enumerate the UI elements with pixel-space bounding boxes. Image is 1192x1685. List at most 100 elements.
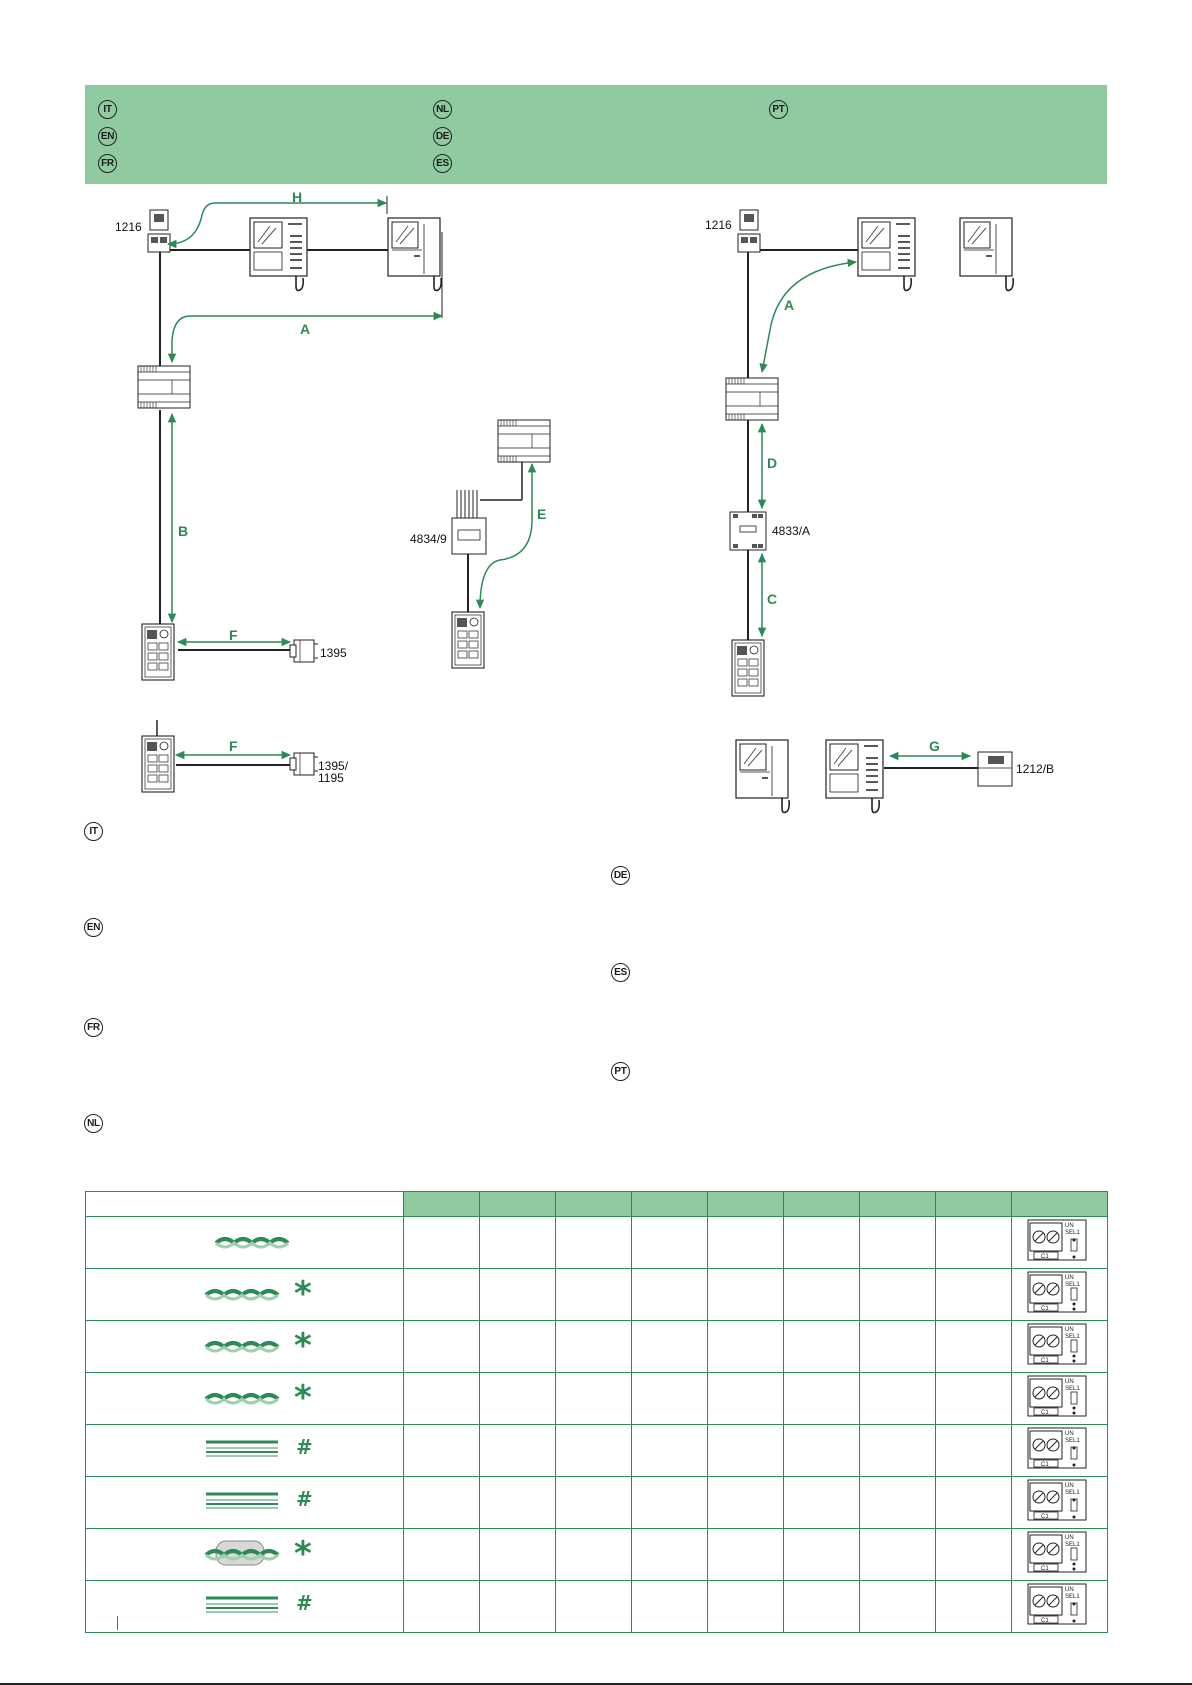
table-cell [479, 1580, 556, 1633]
table-cell [403, 1476, 480, 1529]
table-cell [403, 1372, 480, 1425]
module-4833-a [729, 511, 767, 551]
table-cell [707, 1372, 784, 1425]
twisted-cable-icon [204, 1393, 280, 1405]
right-system-diagram [725, 209, 1015, 814]
table-cell [859, 1528, 936, 1581]
middle-system-diagram [451, 419, 551, 669]
switch-label-un: UN [1065, 1483, 1074, 1489]
cable-type-cell: # [85, 1424, 404, 1477]
table-cell [631, 1476, 708, 1529]
cable-type-cell: # [85, 1476, 404, 1529]
cable-type-cell [85, 1216, 404, 1269]
table-cell [403, 1216, 480, 1269]
connector-1395 [289, 639, 319, 663]
twisted-cable-icon [214, 1237, 290, 1249]
label-1395-1195-line1: 1395/ [318, 759, 349, 773]
table-cell [479, 1216, 556, 1269]
label-1395: 1395 [320, 646, 347, 660]
page-marker [117, 1616, 118, 1630]
switch-label-sel: SEL1 [1065, 1594, 1080, 1600]
wiring-diagram [137, 196, 1015, 814]
cable-type-cell: * [85, 1320, 404, 1373]
lang-badge-en: EN [98, 127, 117, 146]
header-cell [555, 1191, 632, 1217]
table-cell [631, 1580, 708, 1633]
bottom-rule [0, 1683, 1192, 1685]
table-cell [555, 1424, 632, 1477]
table-cell [935, 1216, 1012, 1269]
asterisk-mark: * [294, 1534, 312, 1574]
lang-badge-de: DE [433, 127, 452, 146]
connector-1395-1195 [289, 752, 319, 776]
table-cell [783, 1528, 860, 1581]
switch-label-c1: C1 [1041, 1358, 1049, 1364]
table-cell [707, 1424, 784, 1477]
table-cell [935, 1580, 1012, 1633]
hash-mark: # [296, 1591, 313, 1615]
side-lang-en: EN [84, 918, 103, 937]
segment-letter-e: E [537, 506, 547, 522]
table-cell [555, 1216, 632, 1269]
hash-mark: # [296, 1435, 313, 1459]
twisted-cable-icon [204, 1341, 280, 1353]
table-cell [631, 1320, 708, 1373]
table-cell [783, 1320, 860, 1373]
parallel-cable-icon [206, 1440, 278, 1457]
table-cell [935, 1424, 1012, 1477]
side-lang-fr: FR [84, 1018, 103, 1037]
header-cell [479, 1191, 556, 1217]
side-lang-es: ES [611, 963, 630, 982]
switch-label-un: UN [1065, 1535, 1074, 1541]
side-lang-de: DE [611, 866, 630, 885]
table-cell [479, 1372, 556, 1425]
lang-badge-es: ES [433, 154, 452, 173]
switch-label-c1: C1 [1041, 1514, 1049, 1520]
switch-label-c1: C1 [1041, 1254, 1049, 1260]
switch-label-c1: C1 [1041, 1410, 1049, 1416]
table-cell [479, 1476, 556, 1529]
label-1395-1195-line2: 1195 [318, 771, 344, 785]
table-cell [631, 1528, 708, 1581]
table-cell [783, 1372, 860, 1425]
switch-label-sel: SEL1 [1065, 1386, 1080, 1392]
label-1216-right: 1216 [705, 218, 732, 232]
cable-type-cell: * [85, 1268, 404, 1321]
segment-letter-c: C [767, 591, 778, 607]
label-4834-9: 4834/9 [410, 532, 447, 546]
switch-label-un: UN [1065, 1431, 1074, 1437]
table-cell [707, 1216, 784, 1269]
table-cell [859, 1320, 936, 1373]
table-cell [403, 1580, 480, 1633]
power-supply-left [137, 365, 191, 409]
entrance-panel-right [731, 639, 765, 697]
segment-letter-h: H [292, 189, 303, 205]
table-cell [859, 1580, 936, 1633]
switch-label-un: UN [1065, 1275, 1074, 1281]
segment-letter-a-left: A [300, 321, 311, 337]
segment-letter-d: D [767, 455, 778, 471]
switch-label-un: UN [1065, 1379, 1074, 1385]
table-cell [859, 1476, 936, 1529]
video-monitor-right-4 [825, 739, 884, 814]
switch-label-sel: SEL1 [1065, 1230, 1080, 1236]
switch-label-sel: SEL1 [1065, 1542, 1080, 1548]
module-1216-right [737, 209, 761, 253]
entrance-panel-left-2 [141, 735, 175, 793]
table-cell [403, 1268, 480, 1321]
switch-label-c1: C1 [1041, 1306, 1049, 1312]
header-cell [1011, 1191, 1108, 1217]
lang-badge-nl: NL [433, 100, 452, 119]
